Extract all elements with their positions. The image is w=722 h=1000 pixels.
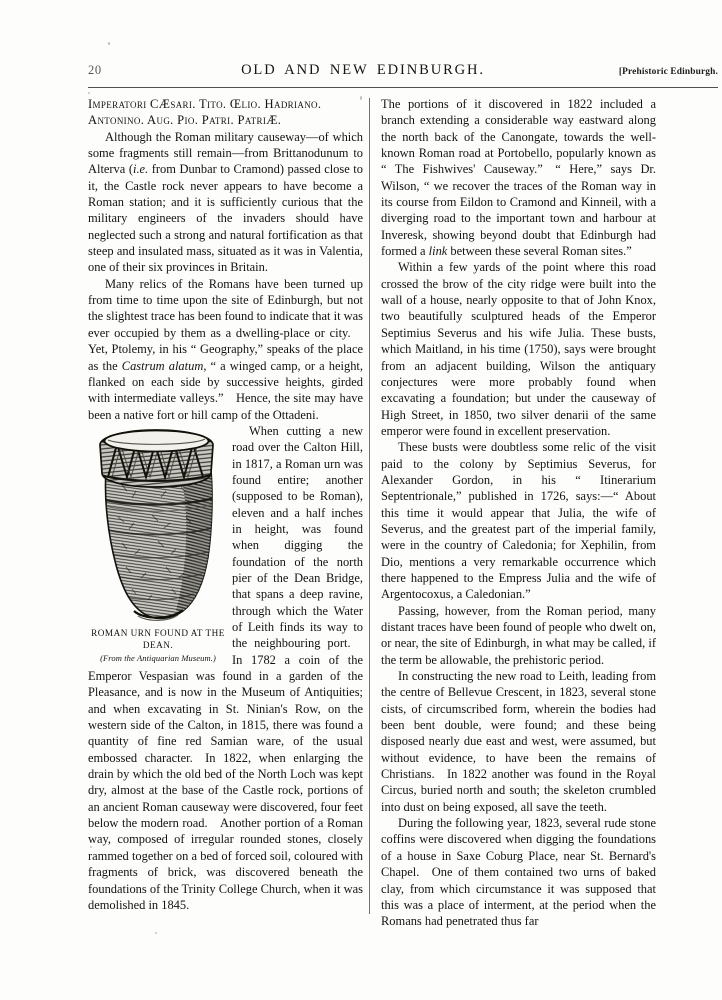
column-divider-rule: [369, 98, 370, 914]
book-title: OLD AND NEW EDINBURGH.: [241, 62, 485, 78]
latin-abbrev-ie: i.e.: [132, 162, 149, 177]
scan-speck: [88, 92, 90, 94]
paragraph-alexander-gordon: These busts were doubtless some relic of…: [381, 440, 656, 602]
text-columns: Imperatori CÆsari. Tito. Œlio. Hadriano.…: [88, 96, 718, 928]
section-tag: [Prehistoric Edinburgh.: [618, 67, 718, 77]
paragraph-fishwives-causeway: The portions of it discovered in 1822 in…: [381, 96, 656, 259]
latin-term-castrum-alatum: Castrum alatum: [121, 358, 204, 373]
left-text-column: Imperatori CÆsari. Tito. Œlio. Hadriano.…: [88, 96, 363, 913]
para-text: Many relics of the Romans have been turn…: [88, 276, 363, 373]
scan-speck: [108, 42, 110, 45]
roman-inscription-line-1: Imperatori CÆsari. Tito. Œlio. Hadriano.: [88, 97, 322, 111]
roman-urn-engraving-svg: [99, 429, 214, 621]
figure-caption: ROMAN URN FOUND AT THE DEAN. (From the A…: [88, 627, 228, 665]
paragraph-roman-causeway: Although the Roman military causeway—of …: [88, 129, 363, 276]
paragraph-saxe-coburg-place: During the following year, 1823, several…: [381, 816, 656, 929]
paragraph-sculptured-heads: Within a few yards of the point where th…: [381, 260, 656, 438]
urn-mouth: [103, 429, 210, 453]
emphasised-word-link: link: [428, 244, 448, 259]
figure-caption-title: ROMAN URN FOUND AT THE DEAN.: [91, 627, 225, 651]
scan-speck: [600, 616, 602, 618]
header-divider-rule: [88, 87, 718, 88]
para-text: The portions of it discovered in 1822 in…: [381, 97, 656, 259]
scan-speck: [360, 96, 362, 100]
page-folio-number: 20: [88, 63, 102, 77]
scan-speck: [90, 846, 92, 848]
running-head: 20 OLD AND NEW EDINBURGH. [Prehistoric E…: [88, 62, 718, 84]
scan-speck: [155, 932, 157, 934]
para-text: Although the Roman military causeway—of …: [88, 129, 363, 177]
roman-inscription-line-2: Antonino. Aug. Pio. Patri. PatriÆ.: [88, 113, 282, 128]
para-text: between these several Roman sites.”: [447, 244, 632, 259]
paragraph-bellevue-crescent-cists: In constructing the new road to Leith, l…: [381, 669, 656, 814]
urn-illustration: [88, 425, 222, 626]
para-text: from Dunbar to Cramond) passed close to …: [88, 162, 363, 275]
paragraph-roman-relics: Many relics of the Romans have been turn…: [88, 276, 363, 423]
paragraph-calton-hill-urn: When cutting a new road over the Calton …: [88, 423, 363, 912]
paragraph-prehistoric-period: Passing, however, from the Roman period,…: [381, 603, 656, 667]
figure-roman-urn: ROMAN URN FOUND AT THE DEAN. (From the A…: [88, 425, 224, 665]
urn-base: [133, 608, 184, 619]
right-text-column: The portions of it discovered in 1822 in…: [381, 96, 656, 930]
figure-caption-source: (From the Antiquarian Museum.): [100, 652, 216, 663]
para-text: , “ a winged camp, or a height, flanked …: [88, 358, 363, 422]
